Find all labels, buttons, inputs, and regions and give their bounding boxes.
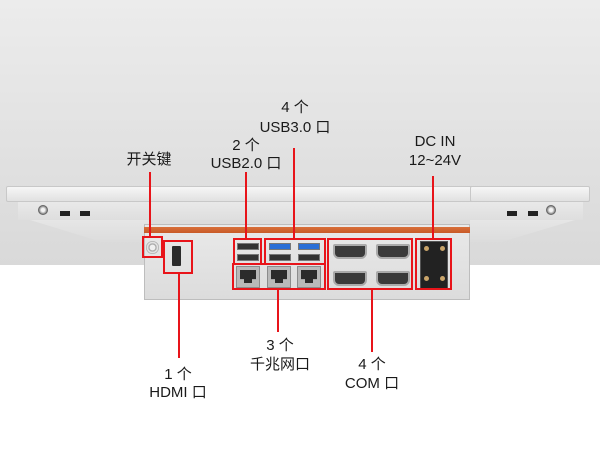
db9-serial-port-icon bbox=[376, 271, 410, 286]
hdmi-label: HDMI 口 bbox=[149, 384, 207, 401]
hdmi-highlight bbox=[163, 240, 193, 274]
db9-serial-port-icon bbox=[376, 244, 410, 259]
screw-icon bbox=[38, 205, 48, 215]
rj45-port-icon bbox=[267, 266, 291, 288]
usb3-highlight bbox=[264, 238, 326, 265]
power-button-icon[interactable] bbox=[146, 241, 159, 254]
mount-slot bbox=[507, 211, 517, 216]
hdmi-count: 1 个 bbox=[164, 366, 192, 383]
panel-bezel-right bbox=[470, 186, 590, 202]
lan-highlight bbox=[232, 263, 326, 290]
dcin-leader-line bbox=[432, 176, 434, 238]
usb-port-icon bbox=[269, 243, 291, 250]
usb3-count: 4 个 bbox=[281, 99, 309, 116]
hdmi-leader-line bbox=[178, 274, 180, 358]
mount-slot bbox=[528, 211, 538, 216]
io-panel-stripe bbox=[144, 227, 470, 233]
screw-icon bbox=[546, 205, 556, 215]
panel-bezel bbox=[6, 186, 516, 202]
db9-serial-port-icon bbox=[333, 244, 367, 259]
lan-label: 千兆网口 bbox=[249, 356, 310, 373]
mount-slot bbox=[60, 211, 70, 216]
lan-count: 3 个 bbox=[266, 337, 294, 354]
connector-pin bbox=[440, 276, 445, 281]
lan-leader-line bbox=[277, 290, 279, 332]
com-label: COM 口 bbox=[344, 375, 400, 392]
com-count: 4 个 bbox=[358, 356, 386, 373]
dcin-label-line1: DC IN bbox=[414, 133, 456, 150]
usb-port-icon bbox=[298, 243, 320, 250]
usb-port-icon bbox=[269, 254, 291, 261]
mount-slot bbox=[80, 211, 90, 216]
usb-port-icon bbox=[237, 243, 259, 250]
com-highlight bbox=[327, 238, 413, 290]
power-leader-line bbox=[149, 172, 151, 236]
power-label: 开关键 bbox=[126, 151, 172, 168]
rj45-port-icon bbox=[297, 266, 321, 288]
power-highlight bbox=[142, 236, 163, 258]
usb2-highlight bbox=[233, 238, 262, 265]
connector-pin bbox=[424, 276, 429, 281]
hdmi-port-icon bbox=[172, 246, 181, 266]
connector-pin bbox=[440, 246, 445, 251]
dcin-highlight bbox=[415, 238, 452, 290]
db9-serial-port-icon bbox=[333, 271, 367, 286]
usb-port-icon bbox=[237, 254, 259, 261]
com-leader-line bbox=[371, 290, 373, 352]
usb3-leader-line bbox=[293, 148, 295, 238]
usb2-leader-line bbox=[245, 172, 247, 238]
usb-port-icon bbox=[298, 254, 320, 261]
usb2-count: 2 个 bbox=[232, 137, 260, 154]
usb3-label: USB3.0 口 bbox=[259, 119, 331, 136]
connector-pin bbox=[424, 246, 429, 251]
usb2-label: USB2.0 口 bbox=[210, 155, 282, 172]
rj45-port-icon bbox=[236, 266, 260, 288]
dcin-label-line2: 12~24V bbox=[408, 152, 462, 169]
panel-back-shelf bbox=[18, 202, 583, 220]
